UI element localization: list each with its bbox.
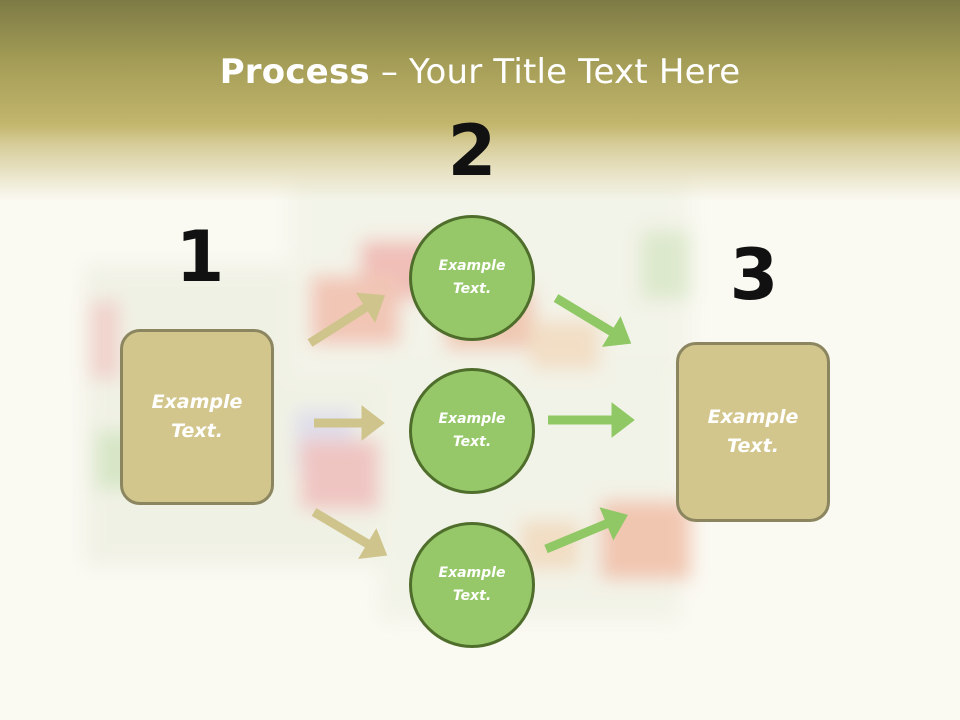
step-number-3: 3	[729, 234, 779, 316]
left-box-text: Example Text.	[151, 391, 243, 442]
title-bold: Process	[219, 52, 370, 92]
circle-middle: Example Text.	[409, 368, 535, 494]
header-band	[0, 0, 960, 200]
right-process-box: Example Text.	[676, 342, 830, 522]
left-process-box: Example Text.	[120, 329, 274, 505]
step-number-2: 2	[447, 110, 497, 192]
arrow-left-to-bottom	[311, 508, 388, 560]
arrow-top-to-right	[553, 294, 632, 347]
title-rest: – Your Title Text Here	[369, 52, 741, 92]
page-title: Process – Your Title Text Here	[0, 52, 960, 92]
circle-top: Example Text.	[409, 215, 535, 341]
circle-bottom: Example Text.	[409, 522, 535, 648]
arrow-bottom-to-right	[544, 507, 628, 554]
right-box-text: Example Text.	[707, 406, 799, 457]
circle-top-text: Example Text.	[438, 258, 506, 297]
circle-middle-text: Example Text.	[438, 411, 506, 450]
step-number-1: 1	[175, 216, 225, 298]
circle-bottom-text: Example Text.	[438, 565, 506, 604]
arrow-left-to-top	[307, 292, 386, 347]
